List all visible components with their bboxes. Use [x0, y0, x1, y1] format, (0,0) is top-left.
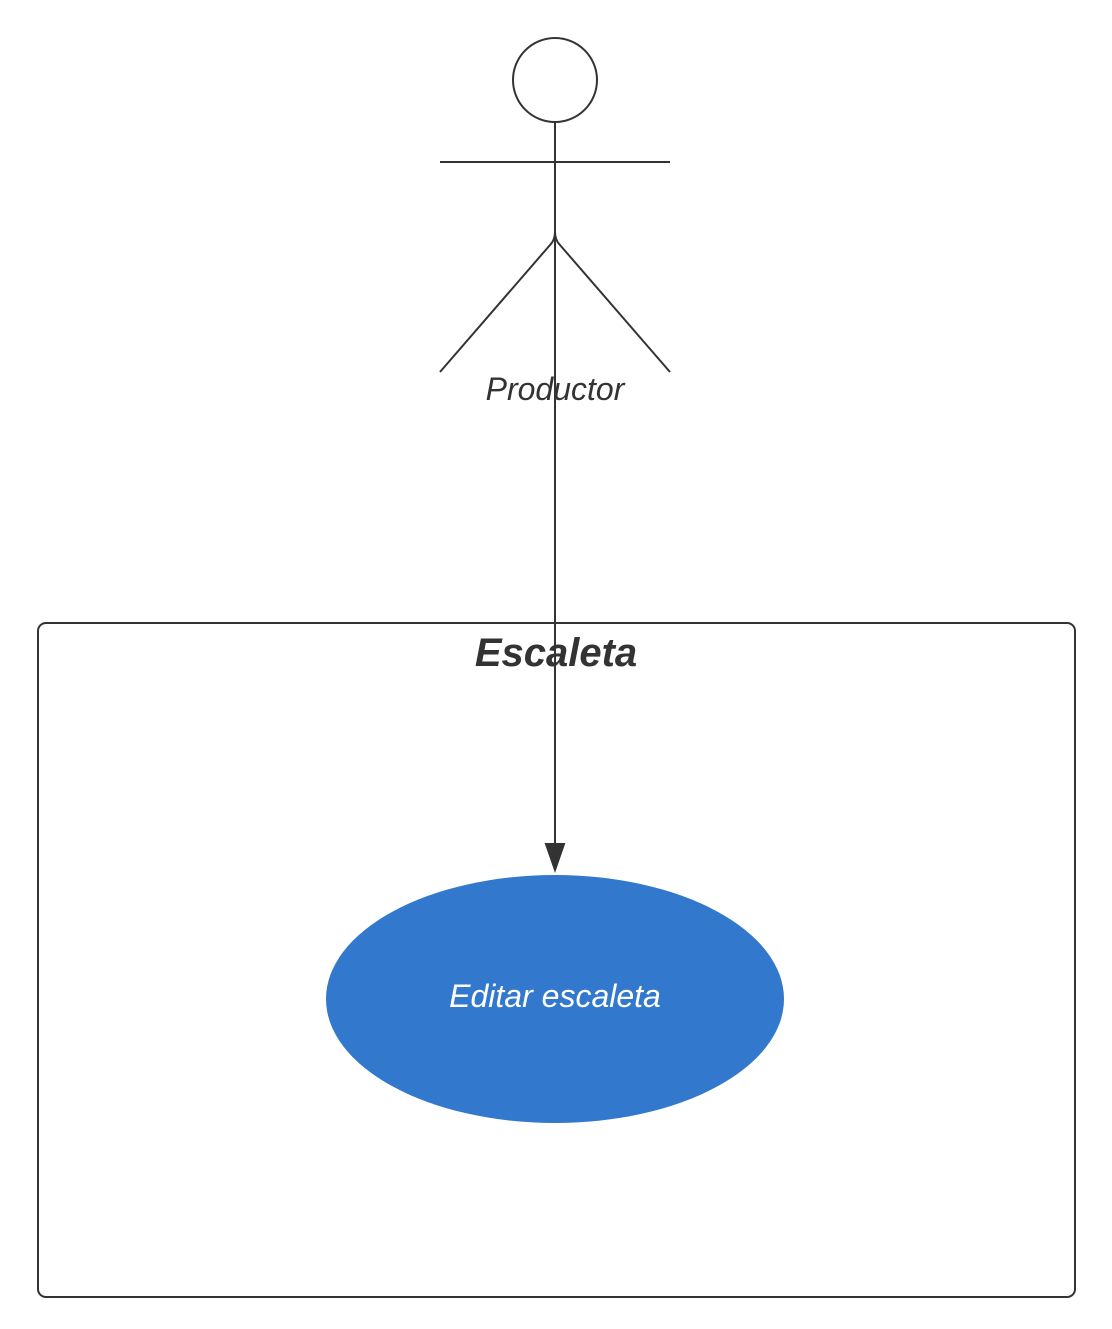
- actor-head: [512, 37, 598, 123]
- association-arrow[interactable]: [544, 238, 566, 874]
- usecase-editar-escaleta[interactable]: Editar escaleta: [326, 875, 784, 1123]
- actor-right-leg: [554, 231, 671, 373]
- arrowhead-icon: [544, 843, 566, 874]
- usecase-ellipse: [326, 875, 784, 1123]
- actor-left-leg: [439, 231, 556, 373]
- usecase-label: Editar escaleta: [449, 978, 661, 1014]
- system-boundary-frame: [37, 622, 1076, 1298]
